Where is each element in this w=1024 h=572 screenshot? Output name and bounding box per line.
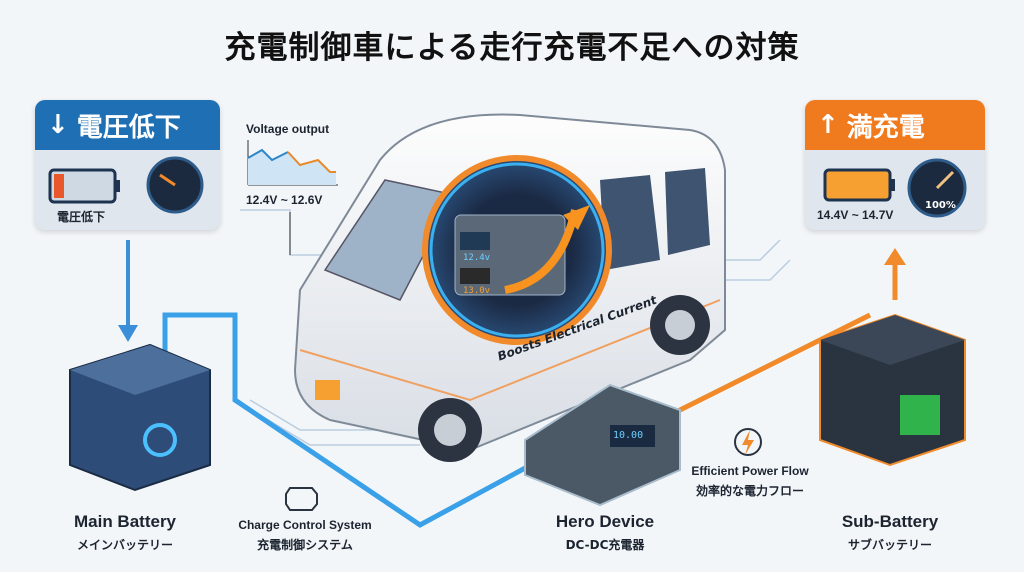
power-circle-icon bbox=[734, 428, 762, 456]
device-zoom-circle bbox=[422, 155, 612, 345]
voltage-chart bbox=[247, 140, 338, 255]
sub-battery-illustration bbox=[819, 313, 966, 467]
low-battery-and-gauge bbox=[48, 156, 204, 214]
arrow-down-icon: ↓ bbox=[47, 110, 69, 140]
full-battery-and-gauge bbox=[823, 158, 967, 218]
page-title: 充電制御車による走行充電不足への対策 bbox=[224, 30, 800, 66]
gauge-value: 100% bbox=[925, 200, 956, 211]
battery-caption: 電圧低下 bbox=[57, 210, 106, 224]
hero-device-illustration bbox=[524, 383, 681, 507]
full-battery-icon bbox=[823, 168, 892, 202]
full-charge-header: ↑満充電 bbox=[805, 100, 985, 150]
lightning-icon bbox=[742, 430, 754, 455]
engine-icon bbox=[285, 487, 318, 511]
voltage-output-range: 12.4V ~ 12.6V bbox=[246, 193, 323, 207]
full-charge-card: ↑満充電 14.4V ~ 14.7V 100% bbox=[805, 100, 985, 230]
output-voltage-display: 13.0v bbox=[463, 286, 491, 296]
arrow-up-icon: ↑ bbox=[817, 110, 839, 140]
input-voltage-display: 12.4v bbox=[463, 253, 491, 263]
voltage-drop-card: ↓電圧低下 電圧低下 bbox=[35, 100, 220, 230]
full-charge-range: 14.4V ~ 14.7V bbox=[817, 208, 894, 222]
hero-device-display: 10.00 bbox=[613, 430, 644, 441]
voltage-drop-header: ↓電圧低下 bbox=[35, 100, 220, 150]
blue-cable bbox=[162, 312, 542, 528]
main-battery-illustration bbox=[69, 343, 211, 492]
voltage-output-label: Voltage output bbox=[246, 122, 330, 136]
